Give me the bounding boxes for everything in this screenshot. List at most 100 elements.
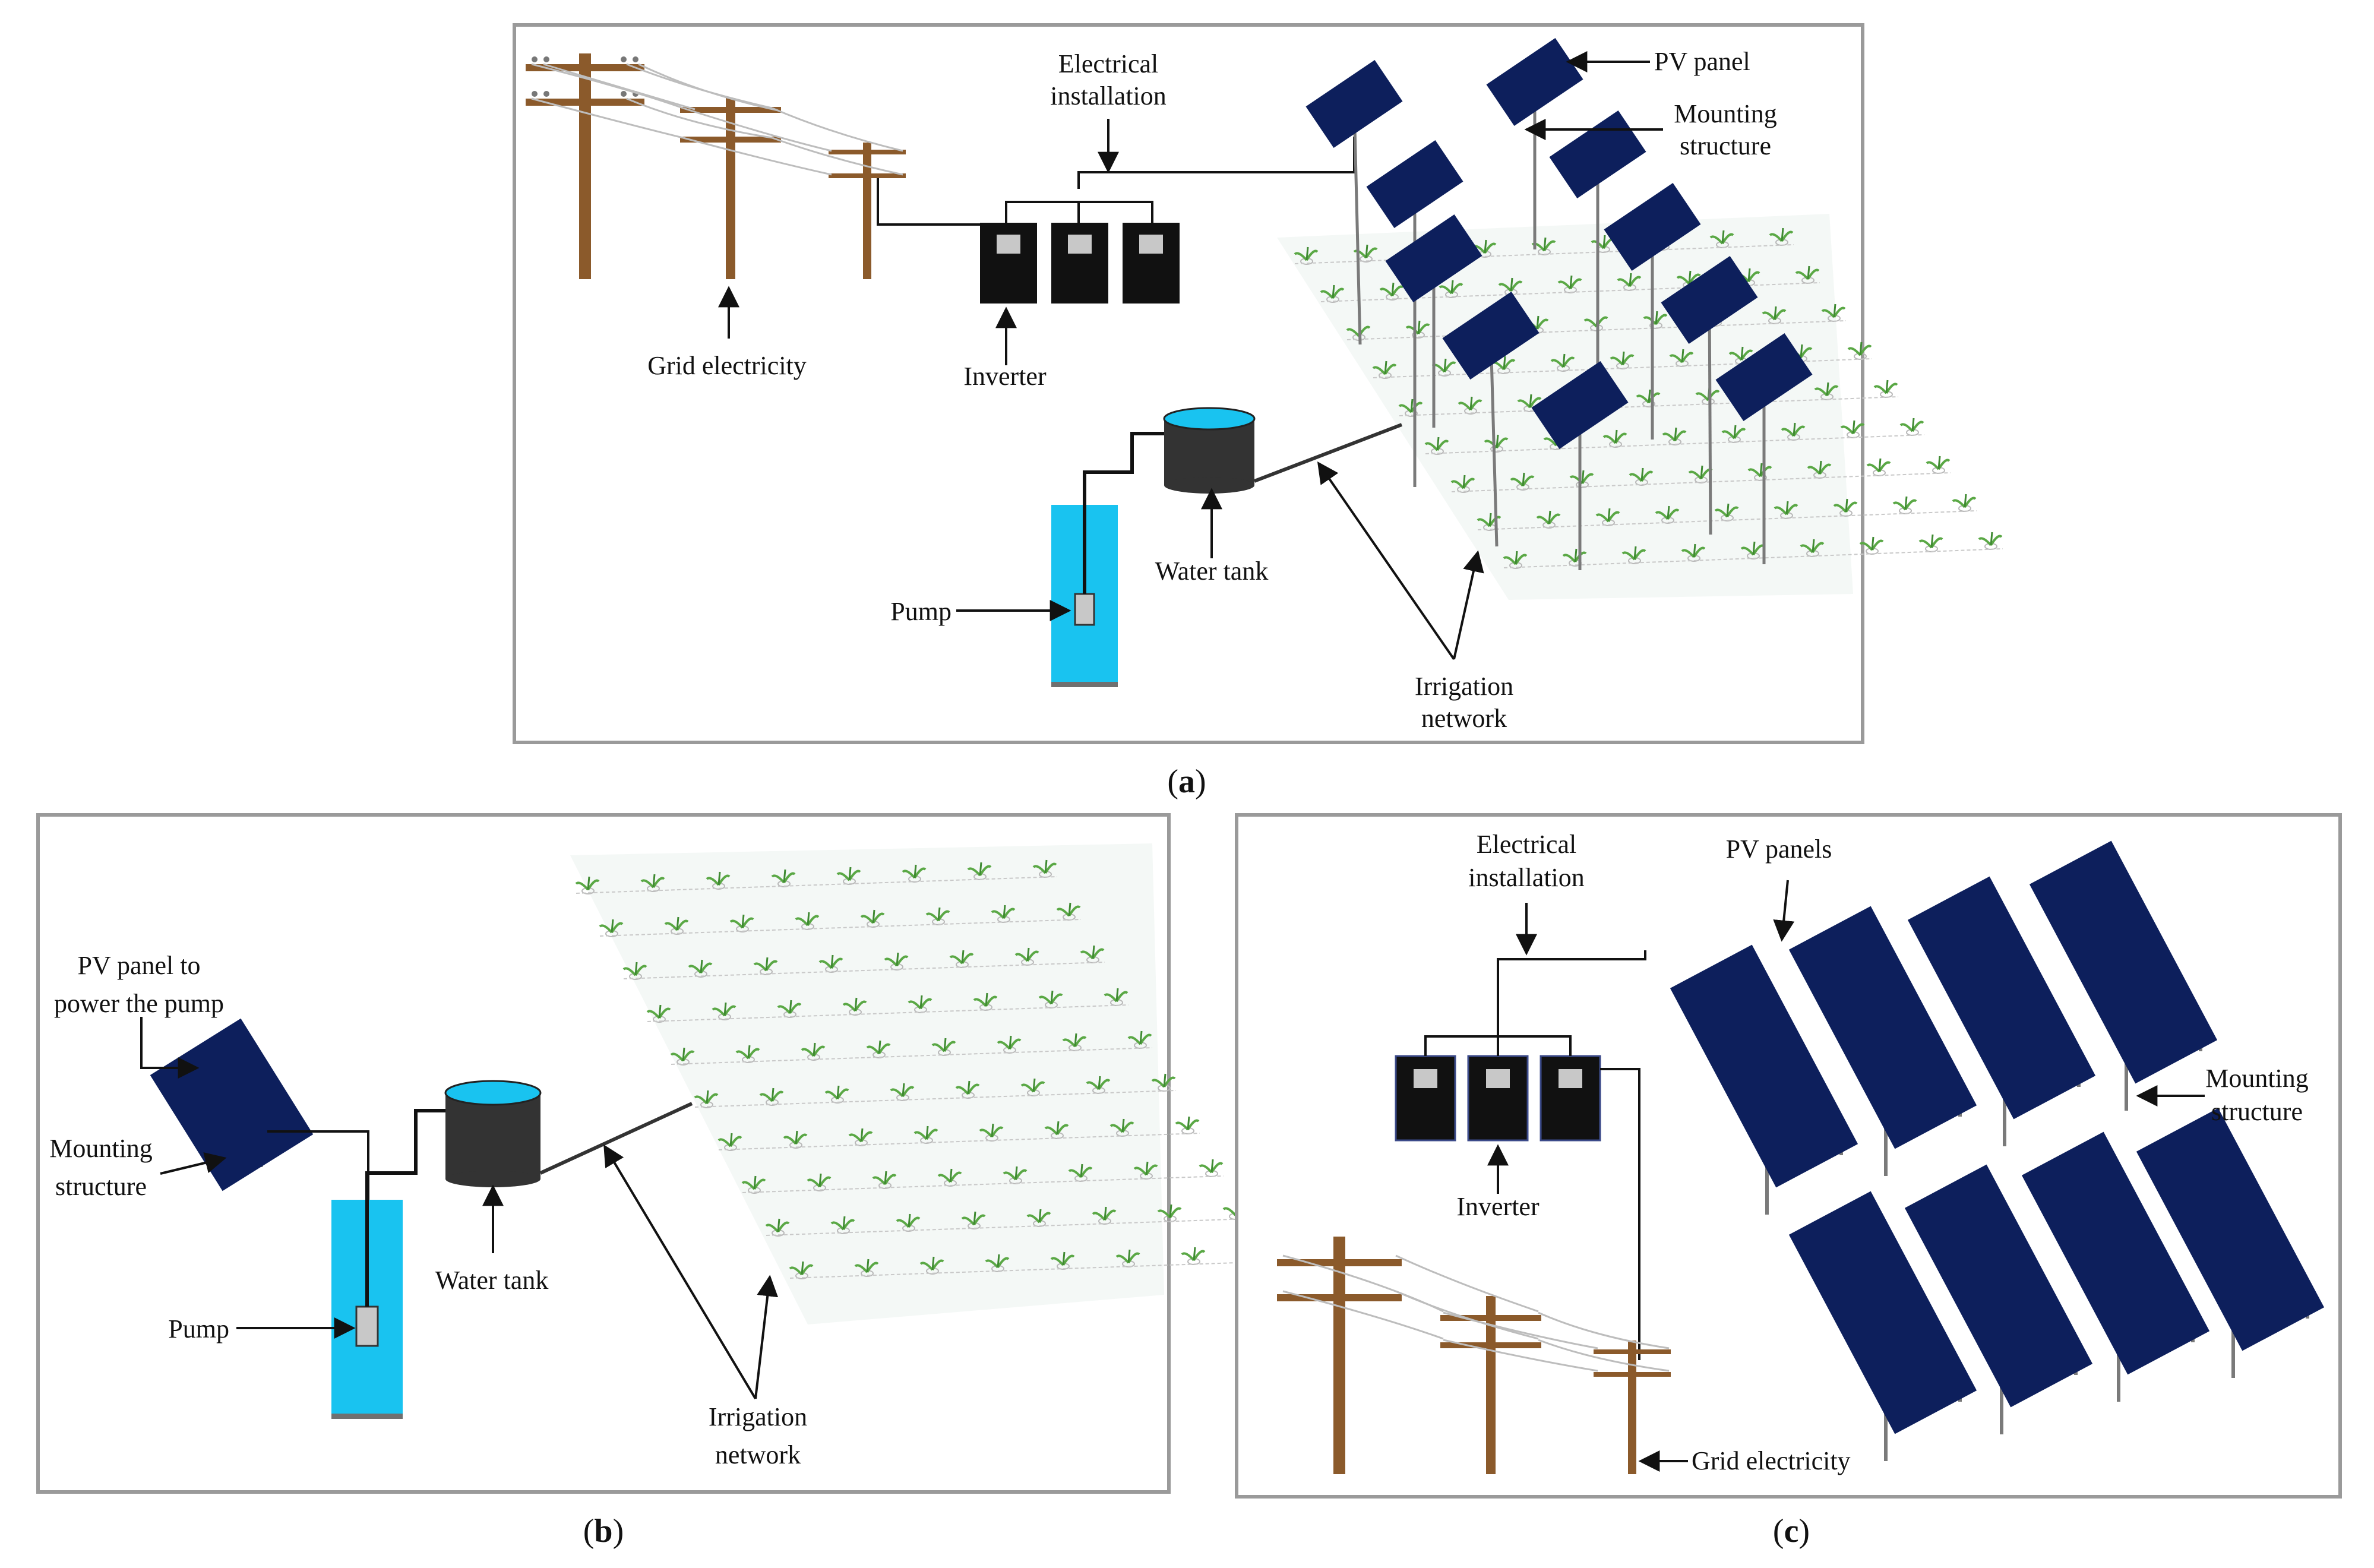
label-pv-panel-pump: PV panel to bbox=[78, 951, 201, 980]
plant-icon bbox=[1781, 422, 1806, 441]
label-mounting-structure: structure bbox=[2211, 1097, 2303, 1126]
pv-panel-icon bbox=[1366, 140, 1463, 487]
pv-panel-icon bbox=[1788, 1191, 1977, 1461]
plant-icon bbox=[646, 1004, 671, 1023]
label-electrical-installation: installation bbox=[1050, 81, 1167, 110]
plant-icon bbox=[1181, 1247, 1206, 1265]
plant-icon bbox=[664, 916, 689, 935]
label-mounting-structure: structure bbox=[55, 1172, 147, 1201]
plant-icon bbox=[1372, 361, 1397, 379]
plant-icon bbox=[1873, 380, 1898, 398]
plant-icon bbox=[717, 1133, 742, 1151]
plant-icon bbox=[985, 1254, 1010, 1272]
utility-pole-icon bbox=[829, 143, 906, 279]
plant-icon bbox=[884, 952, 909, 970]
pv-panel-icon bbox=[1715, 333, 1813, 564]
plant-icon bbox=[1662, 427, 1687, 445]
utility-pole-icon bbox=[1440, 1296, 1541, 1474]
pv-panel-icon bbox=[2021, 1131, 2210, 1402]
label-pump: Pump bbox=[168, 1314, 229, 1343]
plant-icon bbox=[913, 1126, 938, 1144]
plant-icon bbox=[706, 871, 731, 890]
plant-icon bbox=[1458, 396, 1482, 415]
label-mounting-structure: Mounting bbox=[2205, 1064, 2309, 1093]
label-irrigation-network: network bbox=[1421, 704, 1507, 733]
plant-icon bbox=[1032, 859, 1057, 878]
plant-icon bbox=[1320, 284, 1345, 303]
plant-icon bbox=[1510, 472, 1535, 491]
pv-panel-icon bbox=[1788, 906, 1977, 1176]
plant-icon bbox=[1294, 246, 1319, 265]
utility-pole-icon bbox=[1594, 1341, 1671, 1474]
plant-icon bbox=[1769, 227, 1794, 246]
plant-icon bbox=[1617, 273, 1642, 291]
pv-panel-icon bbox=[1442, 292, 1540, 547]
plant-icon bbox=[1610, 351, 1635, 369]
plant-icon bbox=[1840, 420, 1865, 438]
pv-panel-icon bbox=[2136, 1108, 2325, 1378]
utility-pole-icon bbox=[1277, 1237, 1402, 1474]
plant-icon bbox=[1918, 534, 1943, 552]
label-inverter: Inverter bbox=[963, 362, 1047, 391]
plant-icon bbox=[688, 959, 713, 978]
caption-c: (c) bbox=[1773, 1513, 1810, 1550]
electrical-wiring bbox=[1424, 950, 1646, 1360]
panel-a: Electrical installation PV panel Mountin… bbox=[513, 23, 2003, 800]
plant-icon bbox=[575, 876, 600, 894]
plant-icon bbox=[741, 1175, 766, 1194]
pipe bbox=[1083, 432, 1165, 594]
plant-icon bbox=[1550, 353, 1575, 372]
pipe bbox=[365, 1109, 447, 1307]
plant-icon bbox=[973, 992, 998, 1011]
pv-panel-icon bbox=[1670, 944, 1858, 1215]
plant-icon bbox=[836, 867, 861, 885]
label-electrical-installation: installation bbox=[1468, 863, 1585, 892]
plant-icon bbox=[640, 874, 665, 892]
utility-pole-icon bbox=[680, 98, 781, 279]
plant-icon bbox=[729, 914, 754, 932]
plant-icon bbox=[1952, 494, 1977, 512]
label-water-tank: Water tank bbox=[1155, 557, 1269, 586]
plant-icon bbox=[1199, 1159, 1224, 1177]
plant-icon bbox=[854, 1259, 879, 1277]
plant-icon bbox=[622, 962, 647, 980]
plant-icon bbox=[830, 1216, 855, 1234]
plant-icon bbox=[795, 912, 820, 930]
caption-b: (b) bbox=[583, 1513, 624, 1550]
plant-icon bbox=[1629, 467, 1654, 486]
plant-icon bbox=[1424, 437, 1449, 455]
plant-icon bbox=[1517, 394, 1542, 412]
plant-icon bbox=[955, 1080, 980, 1099]
label-inverter: Inverter bbox=[1456, 1192, 1540, 1221]
label-grid-electricity: Grid electricity bbox=[1692, 1446, 1851, 1475]
plant-icon bbox=[818, 954, 843, 973]
plant-icon bbox=[1127, 1030, 1152, 1049]
pv-panel-icon bbox=[1549, 110, 1646, 392]
plant-icon bbox=[807, 1173, 832, 1191]
pv-panel-icon bbox=[2029, 840, 2218, 1111]
pv-panel-icon bbox=[1531, 361, 1629, 570]
water-tank-icon bbox=[1163, 407, 1256, 494]
label-pv-panel: PV panel bbox=[1654, 47, 1750, 76]
plant-icon bbox=[1439, 280, 1463, 298]
plant-icon bbox=[694, 1090, 719, 1108]
label-pv-panel-pump: power the pump bbox=[54, 989, 224, 1018]
pv-panel-icon bbox=[1904, 1164, 2093, 1434]
label-electrical-installation: Electrical bbox=[1058, 49, 1159, 78]
pv-panel-icon bbox=[1486, 38, 1583, 249]
plant-icon bbox=[1899, 418, 1924, 436]
plant-icon bbox=[872, 1171, 897, 1189]
plant-icon bbox=[1655, 505, 1680, 524]
plant-icon bbox=[848, 1128, 873, 1146]
pv-panel-icon bbox=[1385, 214, 1482, 428]
pump-icon bbox=[355, 1305, 379, 1347]
plant-icon bbox=[1379, 282, 1404, 301]
plant-icon bbox=[890, 1083, 915, 1101]
plant-icon bbox=[1866, 458, 1891, 476]
water-tank-icon bbox=[444, 1080, 542, 1187]
plant-icon bbox=[1892, 496, 1917, 514]
plant-icon bbox=[896, 1213, 921, 1232]
plant-icon bbox=[1068, 1164, 1093, 1182]
plant-icon bbox=[1038, 990, 1063, 1009]
label-irrigation-network: network bbox=[715, 1440, 801, 1469]
